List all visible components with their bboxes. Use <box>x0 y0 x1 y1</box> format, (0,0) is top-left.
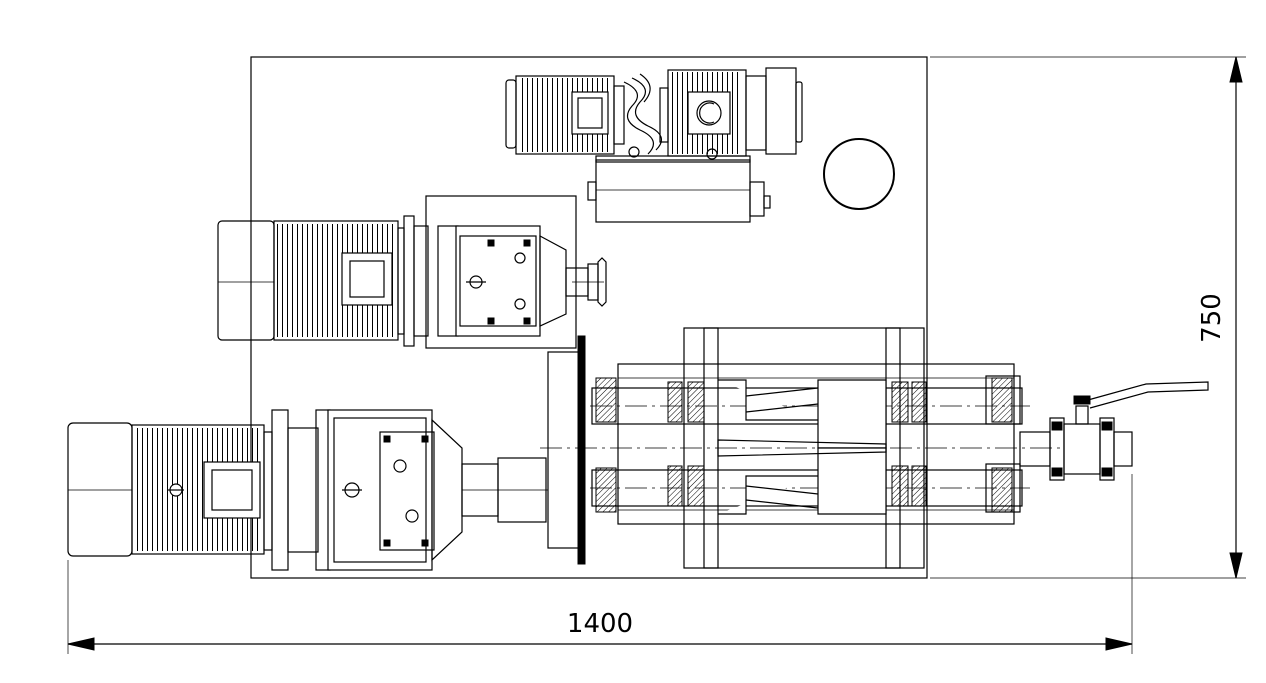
rotor-housing <box>540 327 1060 569</box>
ball-valve <box>1019 381 1209 481</box>
flange-plate <box>547 351 583 549</box>
height-dimension: 750 <box>930 56 1246 579</box>
width-label: 1400 <box>567 609 633 639</box>
base-plate <box>250 56 928 579</box>
lower-gear-motor <box>67 409 548 571</box>
round-tank <box>823 138 895 210</box>
width-dimension: 1400 <box>67 474 1133 654</box>
top-vacuum-pump-assembly <box>505 67 803 223</box>
flange-plate-dark <box>577 335 586 565</box>
height-label: 750 <box>1197 293 1227 343</box>
upper-gear-motor <box>217 195 607 349</box>
